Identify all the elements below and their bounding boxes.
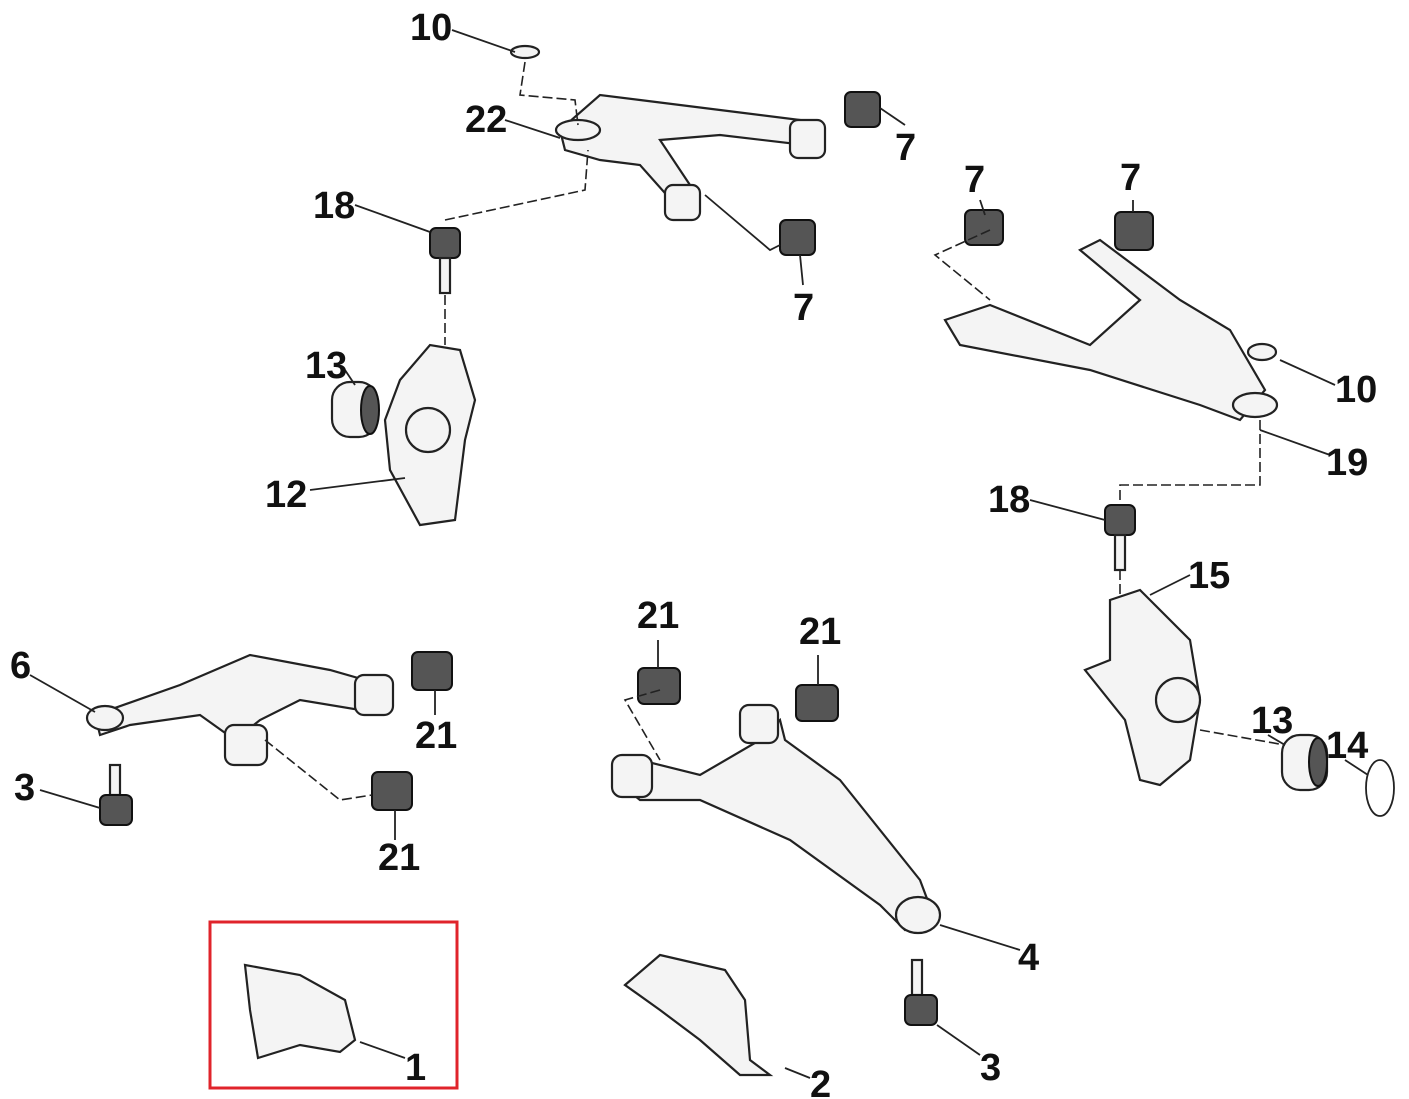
bearing-13-right[interactable]	[1280, 733, 1329, 792]
callout-10: 10	[1335, 369, 1377, 411]
callout-13: 13	[305, 345, 347, 387]
callout-22: 22	[465, 99, 507, 141]
guard-1[interactable]	[243, 963, 357, 1060]
bushing-7-c[interactable]	[964, 209, 1004, 246]
upper-a-arm-left[interactable]	[554, 93, 827, 222]
highlight-box	[208, 920, 459, 1090]
bushing-21-b[interactable]	[371, 771, 413, 811]
lower-arm-left[interactable]	[85, 653, 395, 767]
callout-7: 7	[895, 127, 916, 169]
snap-ring-14[interactable]	[1365, 759, 1395, 817]
knuckle-12[interactable]	[383, 343, 477, 527]
o-ring-top[interactable]	[509, 44, 541, 60]
callout-18: 18	[988, 479, 1030, 521]
bushing-21-c[interactable]	[637, 667, 681, 705]
callout-21: 21	[799, 611, 841, 653]
callout-12: 12	[265, 474, 307, 516]
bushing-7-b[interactable]	[779, 219, 816, 256]
o-ring-right[interactable]	[1246, 342, 1278, 362]
callout-4: 4	[1018, 937, 1039, 979]
callout-7: 7	[1120, 157, 1141, 199]
callout-15: 15	[1188, 555, 1230, 597]
callout-13: 13	[1251, 700, 1293, 742]
knuckle-15[interactable]	[1083, 588, 1202, 787]
callout-14: 14	[1326, 725, 1368, 767]
bushing-7-a[interactable]	[844, 91, 881, 128]
ball-joint-3-left[interactable]	[99, 763, 133, 826]
callout-6: 6	[10, 645, 31, 687]
callout-3: 3	[980, 1047, 1001, 1089]
callout-7: 7	[793, 287, 814, 329]
callout-18: 18	[313, 185, 355, 227]
lower-a-arm-right[interactable]	[610, 703, 942, 935]
callout-10: 10	[410, 7, 452, 49]
callout-3: 3	[14, 767, 35, 809]
callout-21: 21	[637, 595, 679, 637]
callout-2: 2	[810, 1064, 831, 1099]
upper-a-arm-right[interactable]	[943, 238, 1279, 422]
guard-2[interactable]	[623, 953, 774, 1077]
bushing-21-a[interactable]	[411, 651, 453, 691]
callout-21: 21	[378, 837, 420, 879]
bushing-21-d[interactable]	[795, 684, 839, 722]
callout-21: 21	[415, 715, 457, 757]
ball-joint-18-left[interactable]	[429, 227, 461, 295]
ball-joint-18-right[interactable]	[1104, 504, 1136, 572]
ball-joint-3-right[interactable]	[904, 958, 938, 1026]
bushing-7-d[interactable]	[1114, 211, 1154, 251]
callout-1: 1	[405, 1047, 426, 1089]
callout-7: 7	[964, 159, 985, 201]
bearing-13-left[interactable]	[330, 380, 380, 439]
callout-19: 19	[1326, 442, 1368, 484]
